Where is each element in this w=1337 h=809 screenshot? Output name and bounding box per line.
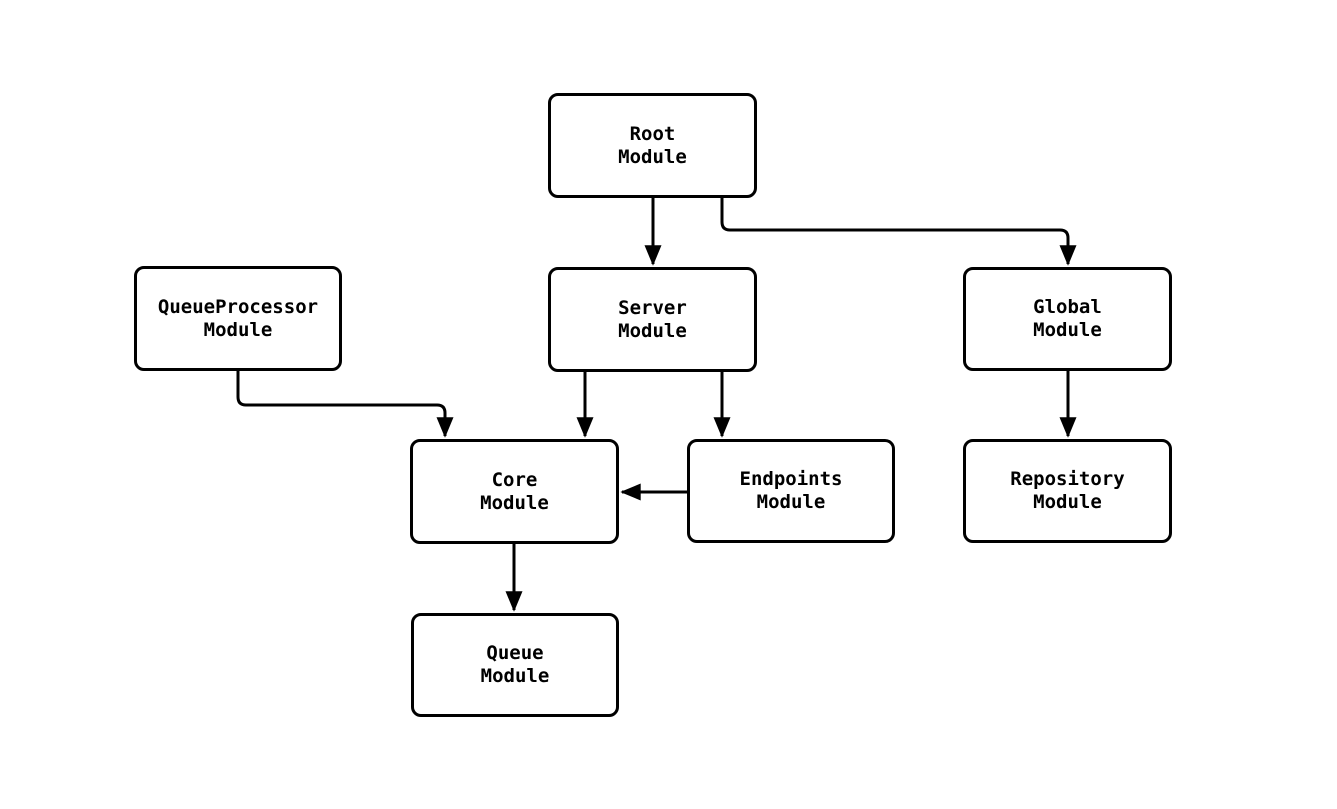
- node-repository-module[interactable]: Repository Module: [963, 439, 1172, 543]
- node-label: Endpoints: [739, 468, 843, 490]
- node-label: Module: [1033, 491, 1102, 513]
- node-label: Module: [756, 491, 826, 513]
- node-root-module[interactable]: Root Module: [548, 93, 757, 198]
- node-global-module[interactable]: Global Module: [963, 267, 1172, 371]
- node-label: Global: [1033, 296, 1102, 318]
- node-label: Module: [1033, 319, 1102, 341]
- node-queueprocessor-module[interactable]: QueueProcessor Module: [134, 266, 342, 371]
- node-core-module[interactable]: Core Module: [410, 439, 619, 544]
- node-label: Core: [491, 468, 538, 491]
- node-label: Module: [480, 491, 549, 514]
- node-label: Root: [629, 122, 676, 145]
- node-label: Module: [203, 318, 273, 341]
- node-label: Module: [618, 145, 687, 168]
- node-label: Repository: [1010, 468, 1125, 490]
- node-endpoints-module[interactable]: Endpoints Module: [687, 439, 895, 543]
- node-queue-module[interactable]: Queue Module: [411, 613, 619, 717]
- node-label: Module: [618, 319, 687, 342]
- node-label: QueueProcessor: [157, 295, 319, 318]
- node-label: Queue: [486, 642, 544, 664]
- node-server-module[interactable]: Server Module: [548, 267, 757, 372]
- edge-queueprocessor-to-core: [236, 371, 454, 438]
- node-label: Server: [618, 296, 687, 319]
- edge-root-to-global: [720, 198, 1077, 266]
- node-label: Module: [480, 665, 550, 687]
